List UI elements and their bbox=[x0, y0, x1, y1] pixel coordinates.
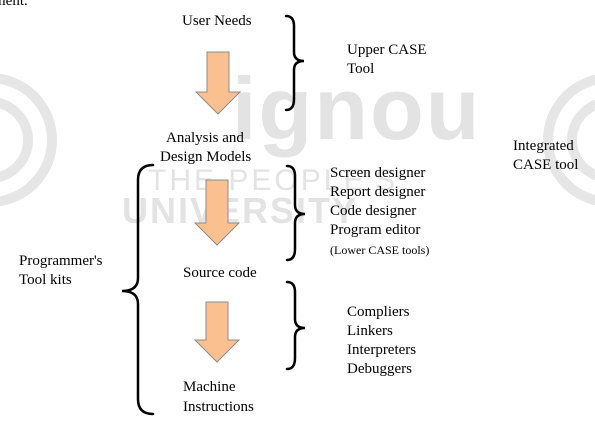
programmer-line1: Programmer's bbox=[19, 253, 103, 269]
down-arrow-1 bbox=[194, 51, 242, 115]
compile-tool-debuggers: Debuggers bbox=[347, 361, 412, 377]
lower-case-item-program-editor: Program editor bbox=[330, 222, 421, 238]
stage-machine-line2: Instructions bbox=[183, 399, 254, 415]
stage-source-code: Source code bbox=[183, 265, 257, 281]
lower-case-item-code-designer: Code designer bbox=[330, 203, 417, 219]
programmer-line2: Tool kits bbox=[19, 272, 72, 288]
watermark-university: UNIVERSITY bbox=[122, 190, 359, 231]
down-arrow-2 bbox=[193, 179, 241, 246]
watermark-tagline: THE PEOPLE'S bbox=[148, 164, 399, 197]
watermark-logo-text: ignou bbox=[232, 59, 482, 158]
lower-case-item-report-designer: Report designer bbox=[330, 184, 426, 200]
upper-case-line1: Upper CASE bbox=[347, 42, 427, 58]
right-brace-upper-case bbox=[284, 14, 305, 112]
compile-tool-linkers: Linkers bbox=[347, 323, 393, 339]
integrated-line2: CASE tool bbox=[513, 157, 579, 173]
stage-analysis-line2: Design Models bbox=[160, 149, 252, 165]
compile-tool-interpreters: Interpreters bbox=[347, 342, 417, 358]
stage-user-needs: User Needs bbox=[182, 13, 252, 29]
lower-case-item-screen-designer: Screen designer bbox=[330, 165, 426, 181]
down-arrow-3 bbox=[193, 301, 241, 363]
lower-case-note: (Lower CASE tools) bbox=[330, 243, 430, 257]
stage-analysis-line1: Analysis and bbox=[166, 130, 244, 146]
upper-case-line2: Tool bbox=[347, 61, 375, 77]
compile-tool-compliers: Compliers bbox=[347, 304, 410, 320]
integrated-line1: Integrated bbox=[513, 138, 574, 154]
right-brace-compile-tools bbox=[285, 280, 306, 371]
page-fragment-text: ment. bbox=[0, 0, 28, 9]
stage-machine-line1: Machine bbox=[183, 379, 236, 395]
right-brace-lower-case bbox=[285, 164, 306, 262]
left-brace-programmer bbox=[121, 163, 155, 416]
